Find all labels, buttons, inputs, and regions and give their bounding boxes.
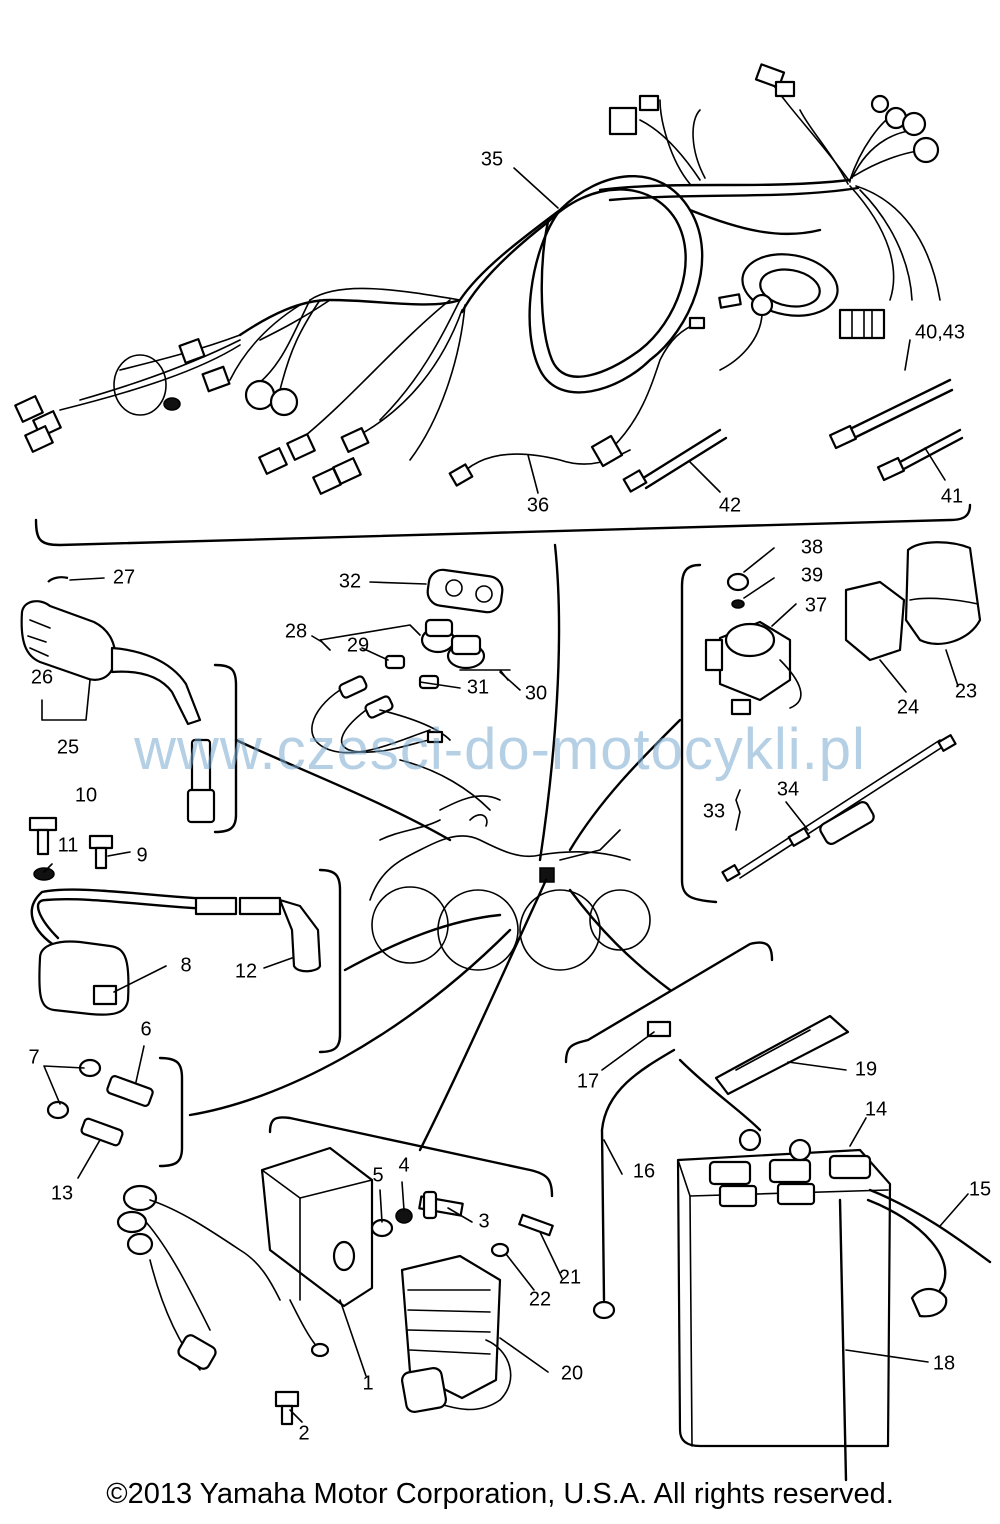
label-8: 8 (180, 954, 191, 976)
neutral-switch (721, 734, 957, 882)
label-26: 26 (31, 666, 53, 688)
copyright-notice: ©2013 Yamaha Motor Corporation, U.S.A. A… (106, 1478, 894, 1510)
label-9: 9 (136, 844, 147, 866)
label-40-43: 40,43 (915, 321, 965, 343)
relays (704, 541, 982, 716)
label-19: 19 (855, 1058, 877, 1080)
bracket-plug-cap (213, 663, 238, 834)
bracket-sensors (158, 1056, 184, 1168)
label-22: 22 (529, 1288, 551, 1310)
label-7: 7 (28, 1046, 39, 1068)
label-18: 18 (933, 1352, 955, 1374)
label-23: 23 (955, 680, 977, 702)
label-32: 32 (339, 570, 361, 592)
label-41: 41 (941, 485, 963, 507)
label-27: 27 (113, 566, 135, 588)
label-5: 5 (372, 1164, 383, 1186)
label-17: 17 (577, 1070, 599, 1092)
harness-bracket (34, 503, 972, 547)
label-4: 4 (398, 1154, 409, 1176)
label-16: 16 (633, 1160, 655, 1182)
watermark: www.czesci-do-motocykli.pl (134, 717, 866, 782)
leader-lines (188, 543, 682, 1152)
label-14: 14 (865, 1098, 887, 1120)
label-20: 20 (561, 1362, 583, 1384)
part-labels: 35 36 42 41 40,43 27 32 28 29 31 30 26 2… (28, 148, 991, 1444)
sensor-parts (46, 1058, 154, 1147)
label-28: 28 (285, 620, 307, 642)
label-24: 24 (897, 696, 919, 718)
wire-harness (14, 63, 964, 495)
label-13: 13 (51, 1182, 73, 1204)
label-36: 36 (527, 494, 549, 516)
label-21: 21 (559, 1266, 581, 1288)
label-30: 30 (525, 682, 547, 704)
left-upper-parts (20, 576, 216, 824)
label-39: 39 (801, 564, 823, 586)
label-3: 3 (478, 1210, 489, 1232)
label-2: 2 (298, 1422, 309, 1444)
bracket-relays (680, 563, 718, 904)
label-25: 25 (57, 736, 79, 758)
label-33: 33 (703, 800, 725, 822)
label-15: 15 (969, 1178, 991, 1200)
washers-bolts (370, 1190, 554, 1258)
motorcycle-outline (369, 795, 651, 971)
label-37: 37 (805, 594, 827, 616)
bracket-ignition-coil (318, 868, 342, 1054)
regulator (400, 1254, 512, 1414)
ignition-coil (30, 888, 322, 1016)
label-29: 29 (347, 634, 369, 656)
switch-group (311, 568, 511, 811)
bracket-battery (564, 941, 774, 1064)
label-12: 12 (235, 960, 257, 982)
battery-group (592, 1014, 992, 1482)
label-34: 34 (777, 778, 799, 800)
label-42: 42 (719, 494, 741, 516)
label-35: 35 (481, 148, 503, 170)
label-6: 6 (140, 1018, 151, 1040)
bracket-cdi (268, 1116, 554, 1198)
label-38: 38 (801, 536, 823, 558)
label-31: 31 (467, 676, 489, 698)
cdi-unit (116, 1146, 374, 1426)
label-1: 1 (362, 1372, 373, 1394)
label-11: 11 (58, 834, 79, 856)
label-leaders (41, 167, 969, 1423)
bolts-9-11 (28, 816, 114, 881)
label-10: 10 (75, 784, 97, 806)
